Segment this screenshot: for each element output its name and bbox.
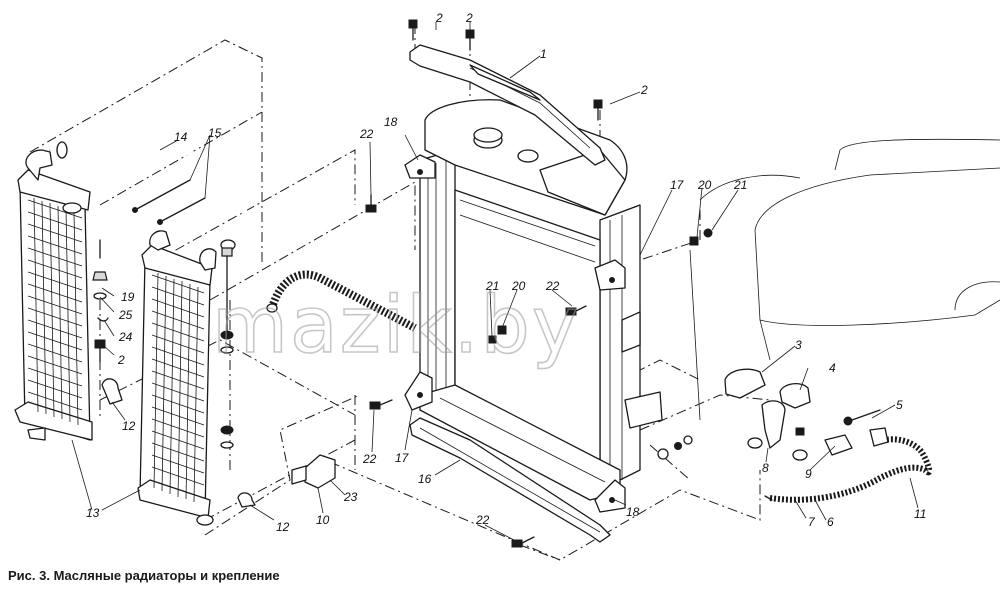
- top-bolts: [408, 19, 603, 121]
- cab-outline: [689, 138, 1000, 421]
- callout-1: 1: [540, 47, 547, 61]
- callout-22-center: 22: [545, 279, 560, 293]
- callout-20-center: 20: [511, 279, 526, 293]
- callout-11: 11: [914, 507, 926, 521]
- callout-15: 15: [208, 126, 222, 140]
- left-fasteners: [92, 239, 256, 508]
- callout-5: 5: [896, 398, 903, 412]
- callout-25: 25: [118, 308, 133, 322]
- connecting-hose: [48, 139, 249, 255]
- callout-21-center: 21: [485, 279, 499, 293]
- valve-fitting: [291, 454, 336, 489]
- callout-2-top-b: 2: [465, 11, 473, 25]
- callout-12-left: 12: [122, 419, 136, 433]
- callout-4: 4: [829, 361, 836, 375]
- callout-23: 23: [343, 490, 358, 504]
- callout-2-top-a: 2: [435, 11, 443, 25]
- leader-lines: [71, 22, 919, 541]
- small-fasteners: [365, 194, 713, 548]
- callout-17-bottom: 17: [395, 451, 410, 465]
- callout-9: 9: [805, 467, 812, 481]
- oil-radiator-left: [14, 149, 93, 441]
- lower-strap: [409, 417, 611, 543]
- watermark-text: mazik.by: [212, 281, 580, 371]
- callout-12-bottom: 12: [276, 520, 290, 534]
- oil-radiator-right: [137, 230, 217, 526]
- callout-22-top: 22: [359, 127, 374, 141]
- callout-20-right: 20: [697, 178, 712, 192]
- mounting-brackets: [404, 154, 626, 513]
- callout-21-right: 21: [733, 178, 747, 192]
- callout-22-left: 22: [362, 452, 377, 466]
- corrugated-hose: [266, 270, 417, 332]
- figure-caption: Рис. 3. Масляные радиаторы и крепление: [8, 568, 280, 583]
- callout-2-left: 2: [117, 353, 125, 367]
- callout-24: 24: [118, 330, 133, 344]
- callout-19: 19: [121, 290, 135, 304]
- callout-17-top: 17: [670, 178, 685, 192]
- callout-22-bottom: 22: [475, 513, 490, 527]
- callout-18-top: 18: [384, 115, 398, 129]
- callout-13: 13: [86, 506, 100, 520]
- right-side-assembly: [657, 368, 933, 503]
- callout-2-right: 2: [640, 83, 648, 97]
- callout-16: 16: [418, 472, 432, 486]
- main-radiator: [419, 99, 663, 501]
- top-strap: [409, 44, 606, 166]
- callout-7: 7: [808, 515, 816, 529]
- callout-10: 10: [316, 513, 330, 527]
- callout-8: 8: [762, 461, 769, 475]
- callout-labels: 1 2 2 2 2 3 4 5 6 7 8 9 10 11 12 12 13 1…: [86, 11, 926, 534]
- callout-6: 6: [827, 515, 834, 529]
- callout-14: 14: [174, 130, 188, 144]
- callout-3: 3: [795, 338, 802, 352]
- callout-18-bottom: 18: [626, 505, 640, 519]
